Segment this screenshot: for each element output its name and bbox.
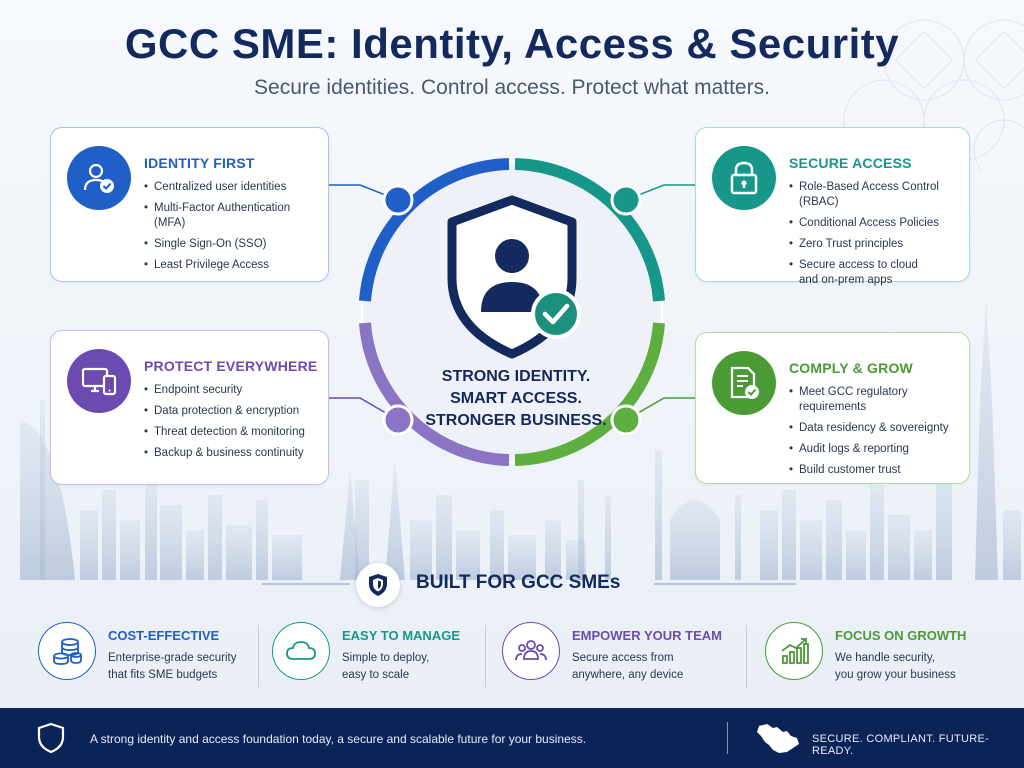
benefit-line: anywhere, any device [572,669,684,681]
benefit-text: We handle security, you grow your busine… [835,650,956,684]
benefit-line: Enterprise-grade security [108,652,237,664]
section-title: BUILT FOR GCC SMEs [416,572,621,593]
card-list: Endpoint security Data protection & encr… [144,383,324,467]
list-item: Endpoint security [144,383,324,398]
page-title: GCC SME: Identity, Access & Security [124,20,900,67]
benefit-cost-effective: COST-EFFECTIVE Enterprise-grade security… [38,618,253,698]
benefit-title: EASY TO MANAGE [342,628,460,643]
list-item: Data protection & encryption [144,404,324,419]
benefit-empower-team: EMPOWER YOUR TEAM Secure access from any… [502,618,737,698]
footer-tagline: SECURE. COMPLIANT. FUTURE-READY. [812,733,990,757]
benefit-line: We handle security, [835,652,935,664]
shield-outline-icon [37,722,65,754]
list-item: Least Privilege Access [144,258,324,273]
list-item: Secure access to cloud and on-prem apps [789,258,929,288]
hub-line: SMART ACCESS. [450,390,582,407]
card-list: Meet GCC regulatory requirements Data re… [789,385,969,484]
growth-chart-icon [765,622,823,680]
list-item: Zero Trust principles [789,237,969,252]
coins-icon [38,622,96,680]
page-subtitle: Secure identities. Control access. Prote… [254,76,770,99]
shield-user-check-icon [447,195,581,359]
document-check-icon [712,351,776,415]
benefit-focus-growth: FOCUS ON GROWTH We handle security, you … [765,618,995,698]
benefit-line: Simple to deploy, [342,652,430,664]
footer-bar: A strong identity and access foundation … [0,708,1024,768]
benefit-title: COST-EFFECTIVE [108,628,220,643]
card-identity-first: IDENTITY FIRST Centralized user identiti… [50,127,329,282]
benefit-line: easy to scale [342,669,410,681]
benefit-line: Secure access from [572,652,674,664]
footer-text: A strong identity and access foundation … [90,732,587,746]
divider-line [654,583,796,585]
card-title: IDENTITY FIRST [144,155,255,171]
divider-line [262,583,350,585]
benefit-easy-to-manage: EASY TO MANAGE Simple to deploy, easy to… [272,618,477,698]
card-protect-everywhere: PROTECT EVERYWHERE Endpoint security Dat… [50,330,329,485]
list-item: Single Sign-On (SSO) [144,237,324,252]
benefit-text: Secure access from anywhere, any device [572,650,683,684]
card-comply-grow: COMPLY & GROW Meet GCC regulatory requir… [695,332,970,484]
card-list: Role-Based Access Control (RBAC) Conditi… [789,180,969,294]
list-item: Role-Based Access Control (RBAC) [789,180,969,210]
list-item: Audit logs & reporting [789,442,969,457]
shield-icon [356,563,400,607]
cloud-icon [272,622,330,680]
benefit-separator [746,625,747,689]
benefit-title: FOCUS ON GROWTH [835,628,967,643]
card-secure-access: SECURE ACCESS Role-Based Access Control … [695,127,970,286]
lock-icon [712,146,776,210]
benefit-text: Enterprise-grade security that fits SME … [108,650,236,684]
list-item: Build customer trust [789,463,969,478]
geometric-pattern [843,19,1024,170]
benefit-separator [258,625,259,689]
list-item: Centralized user identities [144,180,324,195]
devices-icon [67,349,131,413]
card-title: PROTECT EVERYWHERE [144,358,318,374]
benefit-text: Simple to deploy, easy to scale [342,650,429,684]
card-title: SECURE ACCESS [789,155,912,171]
gcc-map-icon [757,724,799,753]
benefit-line: you grow your business [835,669,956,681]
list-item: Threat detection & monitoring [144,425,324,440]
benefit-separator [485,625,486,689]
hub-line: STRONGER BUSINESS. [425,412,607,429]
list-item: Meet GCC regulatory requirements [789,385,929,415]
footer-separator [727,722,728,754]
hub-tagline: STRONG IDENTITY. SMART ACCESS. STRONGER … [400,366,632,432]
card-list: Centralized user identities Multi-Factor… [144,180,324,279]
list-item: Multi-Factor Authentication (MFA) [144,201,324,231]
list-item: Conditional Access Policies [789,216,969,231]
list-item: Data residency & sovereignty [789,421,969,436]
hub-line: STRONG IDENTITY. [441,368,591,385]
team-icon [502,622,560,680]
user-check-icon [67,146,131,210]
card-title: COMPLY & GROW [789,360,913,376]
benefit-line: that fits SME budgets [108,669,218,681]
benefit-title: EMPOWER YOUR TEAM [572,628,722,643]
list-item: Backup & business continuity [144,446,324,461]
security-hub-ring [359,158,665,466]
city-skyline [20,300,1021,580]
